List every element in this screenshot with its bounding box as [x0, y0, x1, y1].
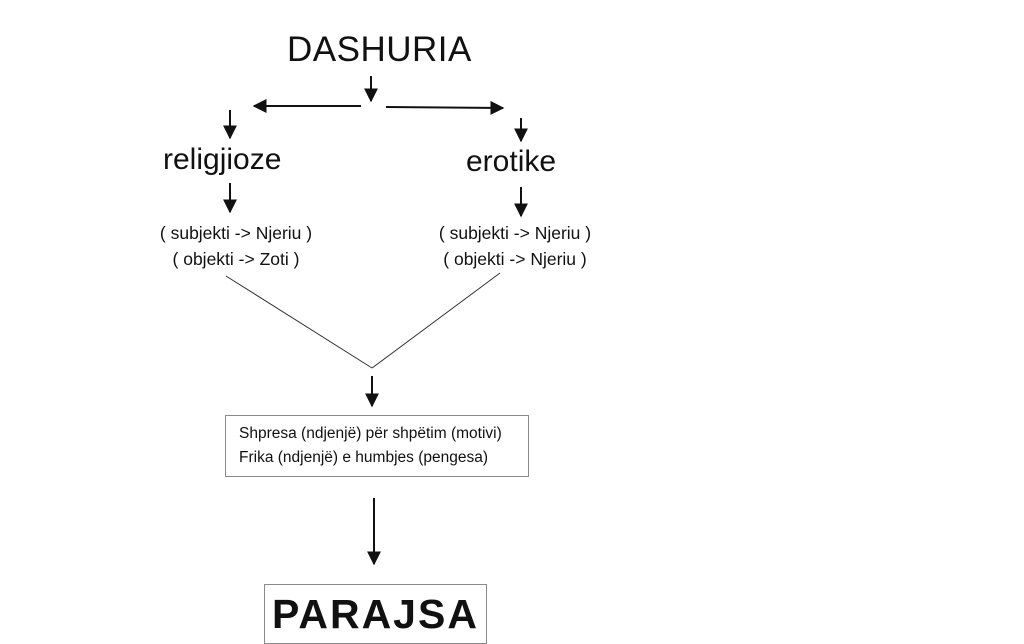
- object-text: ( objekti -> Njeriu ): [443, 249, 587, 269]
- branch-label-religious: religjioze: [163, 143, 282, 176]
- branch-label-erotic: erotike: [466, 145, 557, 178]
- fear-text: Frika (ndjenjë) e humbjes (pengesa): [239, 449, 488, 466]
- arrow-to-right: [385, 100, 505, 115]
- final-box: PARAJSA: [264, 584, 487, 644]
- object-text: ( objekti -> Zoti ): [172, 249, 300, 269]
- branch-detail-erotic: ( subjekti -> Njeriu ) ( objekti -> Njer…: [426, 220, 604, 272]
- subject-text: ( subjekti -> Njeriu ): [438, 223, 592, 243]
- merge-line-right: [371, 272, 501, 369]
- subject-text: ( subjekti -> Njeriu ): [159, 223, 313, 243]
- hope-text: Shpresa (ndjenjë) për shpëtim (motivi): [239, 425, 502, 442]
- merge-line-left: [225, 275, 373, 369]
- root-title: DASHURIA: [287, 30, 472, 69]
- motive-box: Shpresa (ndjenjë) për shpëtim (motivi) F…: [225, 415, 529, 477]
- branch-detail-religious: ( subjekti -> Njeriu ) ( objekti -> Zoti…: [148, 220, 324, 272]
